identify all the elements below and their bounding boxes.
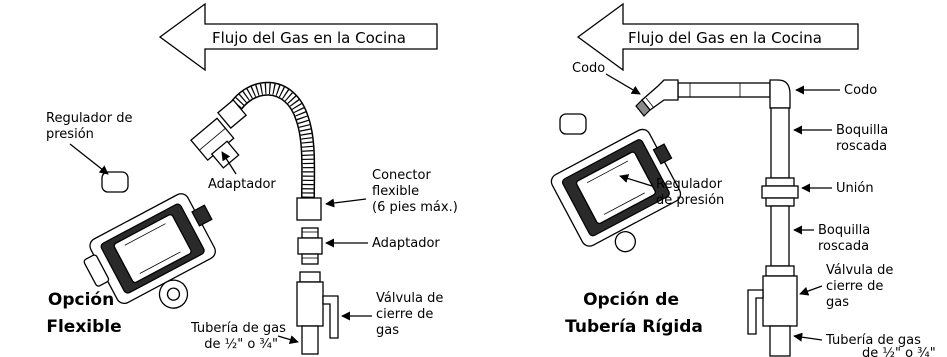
pipe-arrow-right: [793, 332, 823, 342]
nipple-top-label: Boquilla roscada: [836, 123, 892, 154]
regulator-vent-left: [101, 171, 129, 193]
elbow-left-label: Codo: [572, 61, 605, 76]
gas-flow-arrow-right: Flujo del Gas en la Cocina: [576, 2, 859, 72]
flow-label-right: Flujo del Gas en la Cocina: [628, 29, 822, 47]
pressure-regulator-right: [550, 128, 682, 253]
pressure-regulator-left: [83, 193, 216, 309]
rigid-pipe-horizontal: [677, 82, 771, 98]
left-panel: Flujo del Gas en la Cocina: [46, 2, 458, 355]
adapter-bottom-label-left: Adaptador: [372, 236, 440, 251]
right-panel: Flujo del Gas en la Cocina: [550, 2, 936, 357]
adapter-bottom-left: [297, 227, 323, 265]
option-title-left: Opción Flexible: [46, 290, 121, 337]
valve-label-left: Válvula de cierre de gas: [376, 291, 448, 338]
rigid-pipe-vertical-bottom: [770, 205, 790, 267]
flex-fitting-top-left: [216, 98, 248, 130]
valve-label-right: Válvula de cierre de gas: [826, 263, 898, 310]
nipple-bottom-label: Boquilla roscada: [818, 223, 874, 254]
union-label: Unión: [836, 181, 874, 196]
regulator-label-right: Regulador de presión: [656, 177, 726, 208]
regulator-vent-right: [559, 113, 587, 135]
flex-connector-label-left: Conector flexible (6 pies máx.): [372, 168, 458, 215]
pipe-label-right: Tubería de gas de ½" o ¾": [825, 333, 936, 357]
adapter-top-label-left: Adaptador: [208, 177, 276, 192]
adapter-top-left: [190, 117, 240, 169]
pipe-label-left: Tubería de gas de ½" o ¾": [190, 321, 290, 352]
gas-flow-arrow-left: Flujo del Gas en la Cocina: [158, 2, 438, 72]
regulator-arrow-right: [619, 174, 653, 187]
flex-connector-arrow-left: [325, 198, 367, 208]
flexible-connector-left: [227, 83, 314, 199]
pipe-arrow-left: [277, 335, 299, 345]
flow-label-left: Flujo del Gas en la Cocina: [212, 29, 406, 47]
adapter-top-arrow-left: [221, 151, 237, 175]
elbow-right-label: Codo: [844, 83, 877, 98]
elbow-right-fitting: [769, 79, 791, 109]
union-fitting: [761, 177, 799, 207]
flex-fitting-bottom-left: [296, 197, 322, 221]
regulator-arrow-left: [69, 143, 109, 175]
elbow-left-arrow: [605, 73, 641, 95]
rigid-pipe-vertical-top: [770, 107, 790, 179]
shutoff-valve-right: [747, 265, 798, 357]
option-title-right: Opción de Tubería Rígida: [565, 290, 703, 337]
regulator-label-left: Regulador de presión: [46, 111, 137, 142]
shutoff-valve-left: [296, 271, 339, 355]
elbow-left-fitting: [635, 79, 679, 117]
valve-arrow-right: [799, 285, 823, 296]
